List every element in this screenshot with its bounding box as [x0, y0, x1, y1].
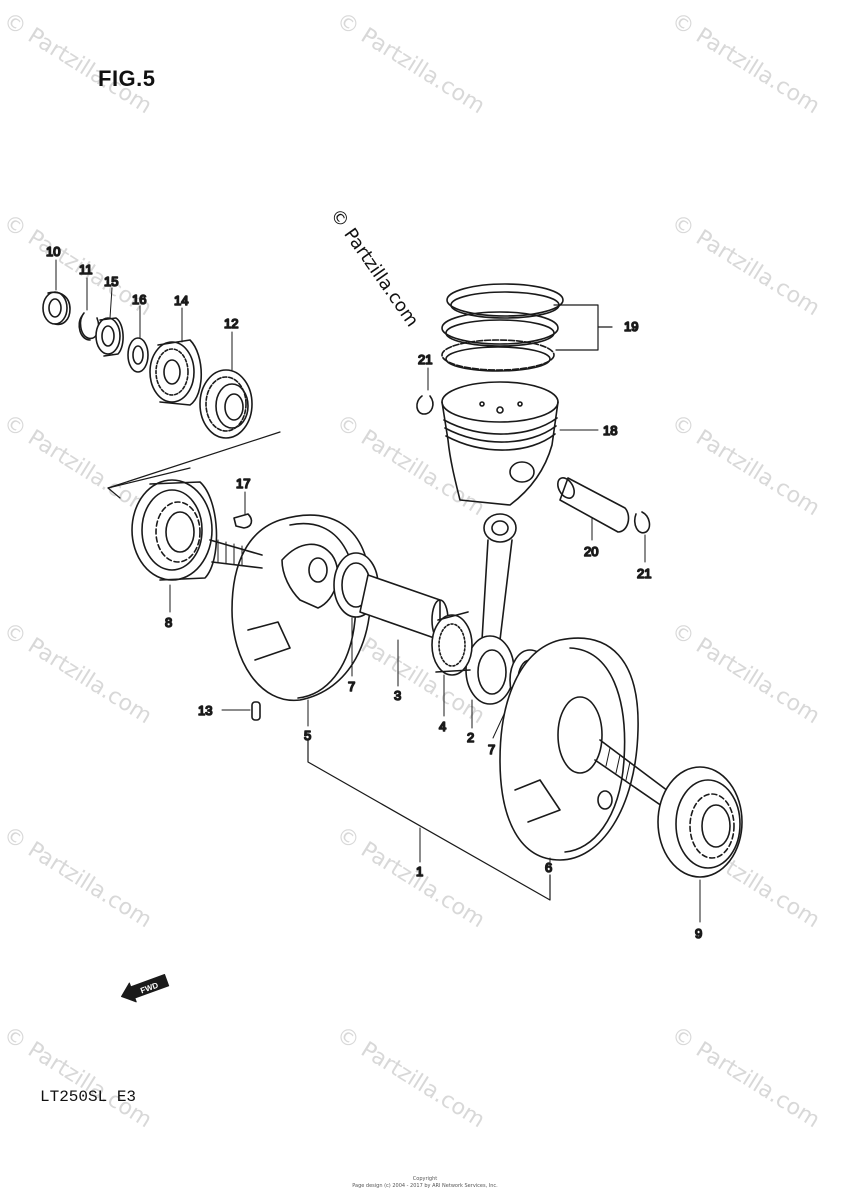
- callout-7-right: 7: [488, 742, 495, 757]
- callout-7-left: 7: [348, 679, 355, 694]
- callout-17: 17: [236, 476, 250, 491]
- bearing-part-15[interactable]: [95, 317, 124, 357]
- callout-13: 13: [198, 703, 212, 718]
- leader-lines: [55, 259, 701, 923]
- dowel-pin-part-13[interactable]: [251, 701, 261, 721]
- figure-title: FIG.5: [98, 66, 156, 91]
- callout-3: 3: [394, 688, 401, 703]
- callout-5: 5: [304, 728, 311, 743]
- page-footer: Copyright Page design (c) 2004 - 2017 by…: [300, 1176, 550, 1189]
- circlip-part-21-upper[interactable]: [416, 395, 434, 415]
- callout-1: 1: [416, 864, 423, 879]
- callout-21-lower: 21: [637, 566, 651, 581]
- callout-6: 6: [545, 860, 552, 875]
- callout-20: 20: [584, 544, 598, 559]
- bearing-part-8[interactable]: [131, 479, 218, 581]
- callout-10: 10: [46, 244, 60, 259]
- crank-web-part-6[interactable]: [499, 637, 639, 861]
- callout-2: 2: [467, 730, 474, 745]
- oil-seal-part-10[interactable]: [42, 291, 71, 326]
- washer-part-16[interactable]: [127, 337, 149, 373]
- callout-15: 15: [104, 274, 118, 289]
- footer-copyright: Copyright: [412, 1176, 438, 1182]
- callout-14: 14: [174, 293, 188, 308]
- callout-19: 19: [624, 319, 638, 334]
- callout-12: 12: [224, 316, 238, 331]
- bearing-part-9[interactable]: [657, 766, 743, 878]
- piston-pin-part-20[interactable]: [554, 475, 630, 533]
- callout-8: 8: [165, 615, 172, 630]
- piston-rings-part-19[interactable]: [441, 283, 564, 372]
- piston-part-18[interactable]: [441, 381, 559, 506]
- model-code: LT250SL E3: [40, 1088, 137, 1106]
- callout-4: 4: [439, 719, 446, 734]
- sprocket-part-12[interactable]: [199, 369, 253, 439]
- forward-arrow-icon: FWD: [121, 973, 170, 1003]
- circlip-part-21-lower[interactable]: [633, 511, 651, 534]
- woodruff-key-part-17[interactable]: [233, 513, 253, 529]
- callout-11: 11: [79, 262, 93, 277]
- callout-16: 16: [132, 292, 146, 307]
- callout-21-upper: 21: [418, 352, 432, 367]
- crank-web-part-5[interactable]: [231, 514, 372, 702]
- footer-credit: Page design (c) 2004 - 2017 by ARI Netwo…: [352, 1182, 498, 1189]
- needle-bearing-part-4[interactable]: [431, 611, 473, 676]
- gear-part-14[interactable]: [149, 339, 202, 406]
- connecting-rod-part-2[interactable]: [465, 513, 517, 705]
- callout-18: 18: [603, 423, 617, 438]
- callout-9: 9: [695, 926, 702, 941]
